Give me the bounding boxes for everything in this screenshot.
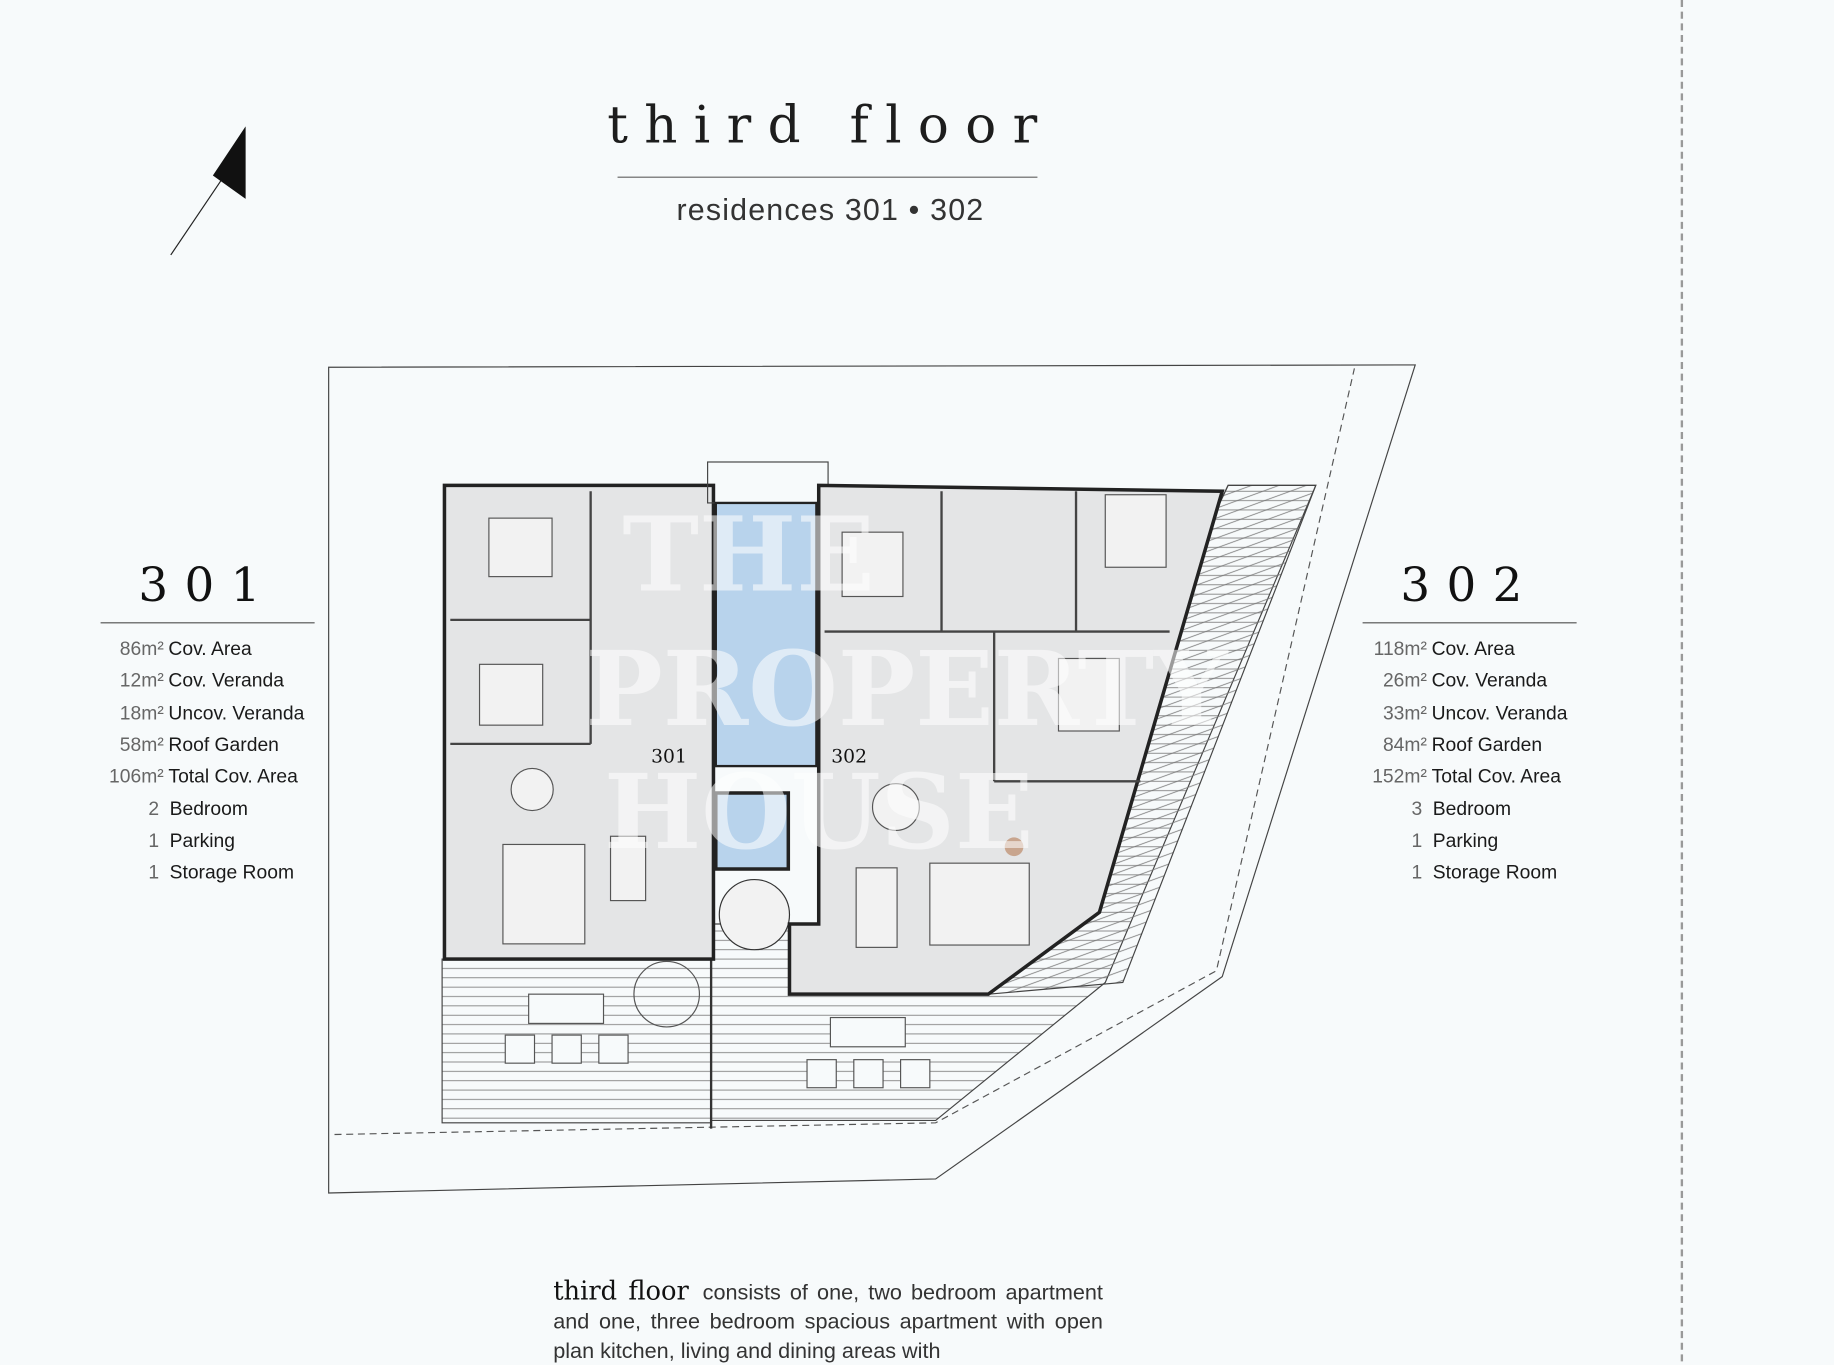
watermark-line-2: PROPERTY [585,629,1229,750]
north-arrow-icon [170,126,246,256]
title-divider [617,176,1038,178]
stat-row: 1 Parking [0,830,235,862]
stat-value: 2 [148,798,160,820]
plan-label-302: 302 [831,747,867,768]
stat-label: Parking [1432,830,1499,852]
stat-label: Storage Room [1432,862,1558,884]
stat-label: Roof Garden [168,734,279,756]
stat-label: Bedroom [1432,798,1512,820]
stat-label: Uncov. Veranda [168,702,305,724]
unit-301-number: 301 [138,559,277,613]
stat-row: 3 Bedroom [1263,798,1511,830]
stat-value: 1 [148,862,160,884]
interior-301 [442,483,716,1064]
stat-value: 1 [1411,830,1423,852]
stat-value: 84m² [1382,734,1427,756]
plot-boundary [328,364,1417,1194]
stat-label: Total Cov. Area [1431,766,1562,788]
stat-value: 86m² [119,638,164,660]
stat-row: 1 Parking [1263,830,1498,862]
stat-value: 3 [1411,798,1423,820]
floor-description: third floor consists of one, two bedroom… [553,1277,1103,1365]
stat-label: Cov. Veranda [168,670,284,692]
stat-label: Bedroom [169,798,248,820]
unit-301-divider [100,622,315,624]
unit-302-number: 302 [1400,559,1539,613]
plan-label-301: 301 [651,747,687,768]
stat-value: 58m² [119,734,164,756]
stat-label: Roof Garden [1431,734,1543,756]
stat-value: 33m² [1382,702,1427,724]
stat-value: 1 [148,830,160,852]
stat-value: 118m² [1373,638,1427,660]
stair-core [707,461,829,951]
page-title: third floor [607,95,1054,156]
stat-value: 152m² [1372,766,1427,788]
page-edge-dashed-line [1680,0,1684,1362]
stat-row: 1 Storage Room [1263,862,1557,894]
stat-label: Cov. Area [168,638,252,660]
watermark-line-1: THE [622,495,874,616]
stat-label: Storage Room [169,862,295,884]
stat-row: 1 Storage Room [0,862,294,894]
stat-label: Uncov. Veranda [1431,702,1568,724]
stat-label: Cov. Area [1431,638,1515,660]
watermark: THE PROPERTY HOUSE [585,495,1229,873]
stat-value: 12m² [119,670,164,692]
description-text: consists of one, two bedroom apartment a… [553,1279,1103,1363]
stat-value: 1 [1411,862,1423,884]
stat-row: 2 Bedroom [0,798,248,830]
page-subtitle: residences 301 • 302 [676,191,985,227]
interior-302 [787,483,1225,1089]
description-lead: third floor [553,1277,689,1307]
unit-302-divider [1362,622,1577,624]
stat-label: Parking [169,830,236,852]
stat-value: 26m² [1382,670,1427,692]
stat-value: 106m² [109,766,164,788]
watermark-line-3: HOUSE [604,752,1033,873]
stat-label: Cov. Veranda [1431,670,1548,692]
stat-value: 18m² [119,702,164,724]
stat-label: Total Cov. Area [168,766,298,788]
